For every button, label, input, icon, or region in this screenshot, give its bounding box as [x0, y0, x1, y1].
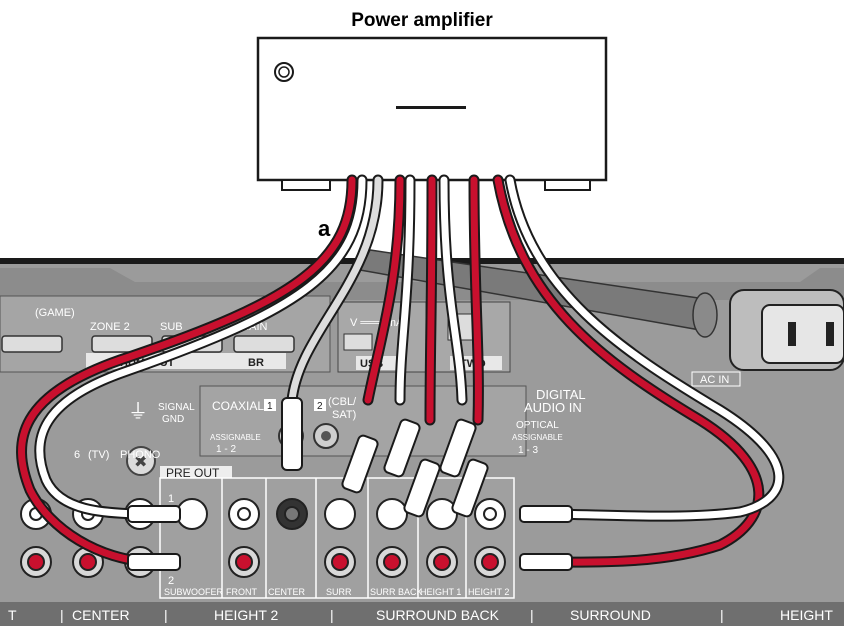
hdmi-out-suffix: BR [248, 357, 264, 369]
input-tv-label: (TV) [88, 449, 109, 461]
digital-audio-in-2: AUDIO IN [524, 400, 582, 415]
svg-text:|: | [330, 607, 334, 623]
optical-label: OPTICAL [516, 420, 559, 431]
out-subwoofer-label: SUBWOOFER [164, 587, 224, 597]
ac-in-label: AC IN [700, 374, 729, 386]
svg-text:|: | [720, 607, 724, 623]
input-6-label: 6 [74, 449, 80, 461]
strip-label-3: SURROUND BACK [376, 607, 500, 623]
signal-gnd-label-2: GND [162, 414, 184, 425]
cable-label-a: a [318, 216, 331, 241]
speaker-strip: T | CENTER | HEIGHT 2 | SURROUND BACK | … [0, 602, 844, 626]
coaxial-label: COAXIAL [212, 399, 264, 413]
out-front-label: FRONT [226, 587, 257, 597]
out-height1-label: HEIGHT 1 [420, 587, 461, 597]
out-surr-back-label: SURR BACK [370, 587, 423, 597]
usb-rating-label: V ═══ mA [350, 317, 404, 329]
strip-label-1: CENTER [72, 607, 130, 623]
out-surr-label: SURR [326, 587, 352, 597]
power-amplifier [258, 38, 606, 190]
hdmi-game-label: (GAME) [35, 307, 75, 319]
opt-range-label: 1 - 3 [518, 445, 538, 456]
ac-inlet [730, 290, 844, 370]
coax-num-1: 1 [267, 401, 273, 412]
svg-text:|: | [60, 607, 64, 623]
strip-label-0: T [8, 607, 17, 623]
assign-range-label: 1 - 2 [216, 444, 236, 455]
coax-sat-label: SAT) [332, 409, 356, 421]
sub-2-label: 2 [168, 575, 174, 587]
zone2-label: ZONE 2 [90, 321, 130, 333]
strip-label-4: SURROUND [570, 607, 651, 623]
svg-text:|: | [530, 607, 534, 623]
sub-label: SUB [160, 321, 183, 333]
coax-cbl-label: (CBL/ [328, 396, 357, 408]
coax-num-2: 2 [317, 401, 323, 412]
assignable-label: ASSIGNABLE [210, 433, 261, 442]
svg-text:|: | [164, 607, 168, 623]
opt-assignable-label: ASSIGNABLE [512, 433, 563, 442]
usb-area: V ═══ mA USB TWO [338, 302, 510, 372]
sub-1-label: 1 [168, 493, 174, 505]
phono-label: PHONO [120, 449, 161, 461]
strip-label-2: HEIGHT 2 [214, 607, 279, 623]
out-height2-label: HEIGHT 2 [468, 587, 509, 597]
diagram-title: Power amplifier [351, 10, 493, 31]
strip-label-5: HEIGHT [780, 607, 833, 623]
signal-gnd-symbol-icon: ⏚ [128, 401, 148, 423]
signal-gnd-label-1: SIGNAL [158, 402, 195, 413]
out-center-label: CENTER [268, 587, 306, 597]
